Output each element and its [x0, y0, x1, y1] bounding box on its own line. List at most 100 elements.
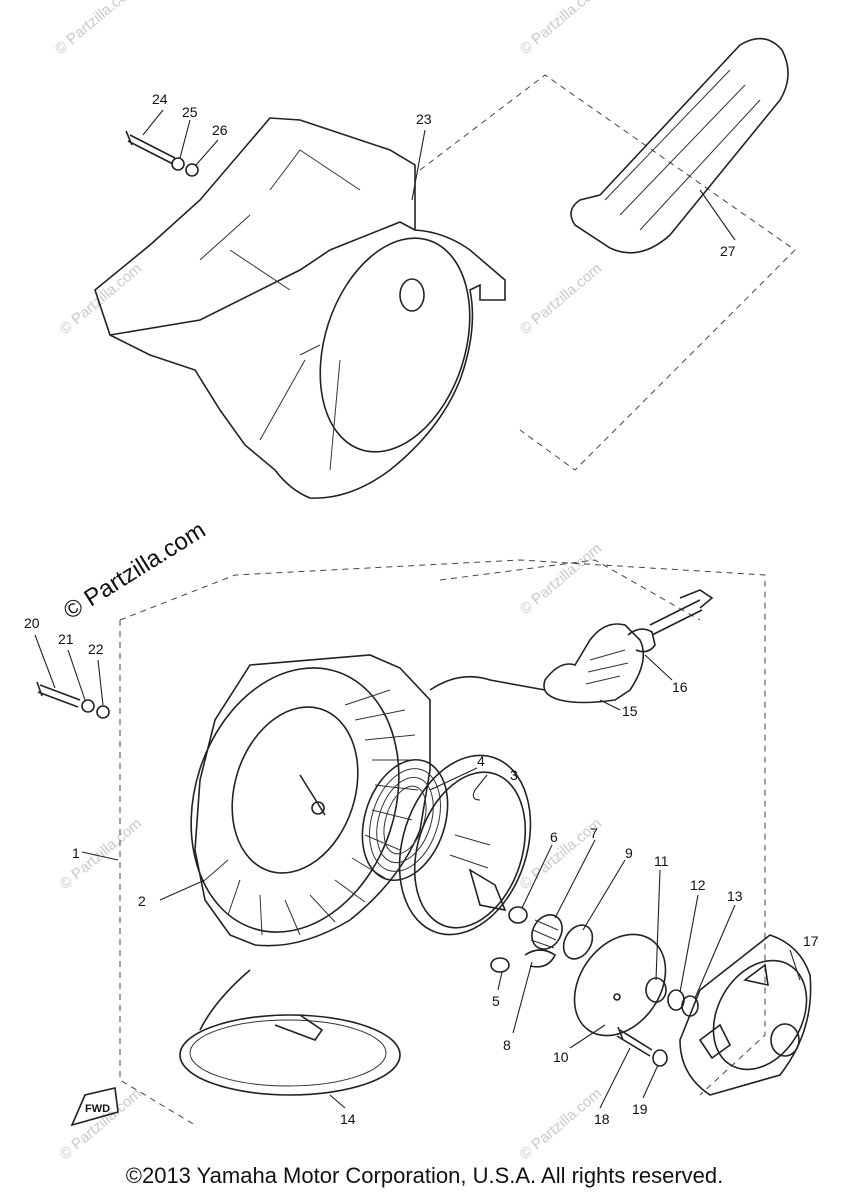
callout-21: 21: [58, 631, 74, 647]
spring-7-coils: [530, 919, 559, 949]
bolt-24-group: [125, 130, 199, 177]
clip-8: [524, 949, 557, 968]
leader-8: [512, 961, 533, 1034]
leader-2: [159, 879, 206, 901]
callout-7: 7: [590, 825, 598, 841]
bolt-18-group: [616, 1026, 668, 1067]
drive-plate-10: [573, 933, 667, 1037]
callout-17: 17: [803, 933, 819, 949]
watermark: © Partzilla.com: [57, 1085, 145, 1163]
fan-housing-assembly: [94, 74, 796, 499]
bolt-20: [36, 681, 81, 708]
callout-25: 25: [182, 104, 198, 120]
handle-grooves: [585, 649, 629, 685]
leader-20: [34, 634, 56, 689]
callout-24: 24: [152, 91, 168, 107]
cup-face: [712, 959, 808, 1071]
leader-19: [642, 1064, 659, 1099]
leader-21: [67, 649, 86, 701]
leader-24: [142, 109, 164, 136]
recoil-boundary-dashed: [119, 559, 766, 1126]
watermark: © Partzilla.com: [57, 260, 145, 338]
leader-12: [679, 894, 699, 993]
callout-13: 13: [727, 888, 743, 904]
copyright-notice: ©2013 Yamaha Motor Corporation, U.S.A. A…: [125, 1163, 724, 1188]
bolt-18: [616, 1026, 653, 1057]
recoil-dash-2: [439, 559, 701, 621]
callout-1: 1: [72, 845, 80, 861]
plate-27: [570, 37, 789, 254]
watermark: © Partzilla.com: [57, 815, 145, 893]
callout-23: 23: [416, 111, 432, 127]
leader-16: [644, 654, 673, 681]
leader-6: [521, 844, 553, 909]
spring-7: [530, 914, 563, 950]
washer-21: [81, 699, 95, 713]
callout-16: 16: [672, 679, 688, 695]
pulley-outer: [398, 754, 532, 936]
callout-20: 20: [24, 615, 40, 631]
name-plate: [570, 37, 789, 254]
callout-5: 5: [492, 993, 500, 1009]
callout-labels: 1 2 3 4 5 6 7 8 9 10 11 12 13 14 15 16 1…: [24, 91, 819, 1127]
leader-7: [554, 839, 596, 919]
pulley-detail: [449, 834, 491, 869]
pulley-pawl: [468, 868, 507, 912]
bolt-20-group: [36, 681, 110, 719]
callout-18: 18: [594, 1111, 610, 1127]
drive-plate-hole: [613, 993, 621, 1001]
starter-cup-17: [679, 934, 812, 1096]
starter-case: [190, 654, 546, 947]
grip-16: [627, 628, 656, 653]
starter-handle: [543, 589, 714, 711]
handle-15: [543, 623, 645, 704]
leader-9: [582, 859, 626, 931]
leader-18: [599, 1047, 631, 1109]
leader-3: [472, 774, 488, 801]
rope-outlet: [429, 675, 546, 691]
case-shaft-end: [311, 801, 325, 815]
case-hub-ring: [231, 706, 359, 874]
pawl-5: [490, 957, 510, 973]
washer-25: [171, 157, 185, 171]
leader-26: [195, 139, 219, 166]
leader-17: [789, 949, 801, 981]
starter-case-outline: [194, 654, 431, 947]
spring-7-outer: [531, 914, 563, 950]
watermark: © Partzilla.com: [517, 260, 605, 338]
cup-window: [698, 1023, 732, 1060]
leader-4: [429, 767, 478, 791]
leader-5: [497, 971, 503, 991]
leader-25: [179, 119, 191, 159]
fan-shroud: [94, 117, 506, 499]
housing-boundary-dashed: [419, 74, 796, 471]
rope-coil-inner: [189, 1019, 387, 1087]
leader-1: [81, 851, 119, 861]
washer-22: [96, 705, 110, 719]
callout-12: 12: [690, 877, 706, 893]
watermark: © Partzilla.com: [517, 540, 605, 618]
rope-coil-outer: [179, 1014, 401, 1096]
washer-19: [652, 1049, 668, 1067]
leader-14: [329, 1094, 346, 1109]
pulley-3: [398, 754, 532, 936]
washer-26: [185, 163, 199, 177]
callout-6: 6: [550, 829, 558, 845]
washer-6: [508, 906, 528, 924]
watermark-layer: © Partzilla.com © Partzilla.com © Partzi…: [52, 0, 605, 1163]
handle-rod-end: [679, 589, 714, 609]
starter-cup: [679, 934, 812, 1096]
case-fins: [204, 689, 420, 936]
shroud-top-edge: [109, 221, 416, 336]
shroud-shading: [199, 149, 361, 291]
spring-coil: [369, 768, 441, 872]
leader-27: [699, 189, 736, 241]
rope-lead: [199, 969, 251, 1031]
leader-10: [569, 1024, 606, 1049]
leader-11: [655, 869, 661, 981]
callout-11: 11: [654, 853, 669, 869]
leader-lines: [34, 109, 801, 1109]
spring-outer: [361, 758, 449, 882]
callout-3: 3: [510, 767, 518, 783]
